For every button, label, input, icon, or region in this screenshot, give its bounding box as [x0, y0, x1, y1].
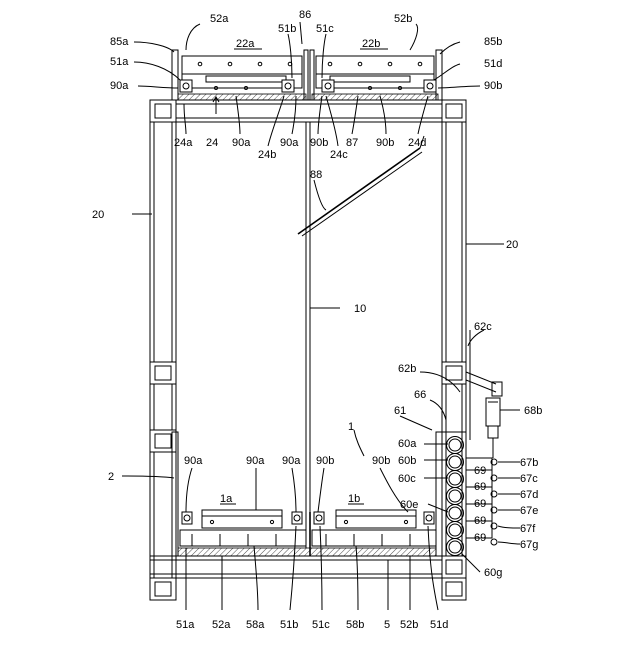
label-58a: 58a: [246, 619, 265, 631]
label-60g: 60g: [484, 567, 502, 579]
label-22a: 22a: [236, 38, 255, 50]
label-60c: 60c: [398, 473, 416, 485]
label-52b-top: 52b: [394, 13, 412, 25]
bottom-beam: [150, 556, 466, 600]
label-10: 10: [354, 303, 366, 315]
label-67f: 67f: [520, 523, 536, 535]
label-67c: 67c: [520, 473, 538, 485]
label-90b-top-3: 90b: [376, 137, 394, 149]
bottom-tray-assembly: [172, 432, 442, 556]
top-beam: [150, 100, 466, 122]
label-85b: 85b: [484, 36, 502, 48]
label-69-3: 69: [474, 498, 486, 510]
label-24b: 24b: [258, 149, 276, 161]
label-58b: 58b: [346, 619, 364, 631]
frame-joint-blocks: [150, 362, 466, 452]
inclined-chute: [298, 136, 424, 236]
label-60b: 60b: [398, 455, 416, 467]
label-60a: 60a: [398, 438, 417, 450]
actuator-bracket: [466, 330, 502, 458]
label-51d-bottom: 51d: [430, 619, 448, 631]
label-90b-top: 90b: [484, 80, 502, 92]
label-66: 66: [414, 389, 426, 401]
label-24a: 24a: [174, 137, 193, 149]
label-52a-bottom: 52a: [212, 619, 231, 631]
label-90a-top-2: 90a: [232, 137, 251, 149]
roller-stack: [442, 432, 497, 556]
label-51b-top: 51b: [278, 23, 296, 35]
label-90a-bottom-2: 90a: [246, 455, 265, 467]
label-underlines: [220, 49, 388, 504]
label-67d: 67d: [520, 489, 538, 501]
label-52a-top: 52a: [210, 13, 229, 25]
label-51d-top: 51d: [484, 58, 502, 70]
label-20-left: 20: [92, 209, 104, 221]
label-62c: 62c: [474, 321, 492, 333]
label-86: 86: [299, 9, 311, 21]
label-67b: 67b: [520, 457, 538, 469]
label-22b: 22b: [362, 38, 380, 50]
label-51b-bottom: 51b: [280, 619, 298, 631]
label-1a: 1a: [220, 493, 233, 505]
label-60e: 60e: [400, 499, 418, 511]
label-51a-bottom: 51a: [176, 619, 195, 631]
label-90b-bottom-2: 90b: [372, 455, 390, 467]
label-88: 88: [310, 169, 322, 181]
label-24: 24: [206, 137, 218, 149]
label-90a-bottom-3: 90a: [282, 455, 301, 467]
label-61: 61: [394, 405, 406, 417]
label-90b-top-2: 90b: [310, 137, 328, 149]
label-90b-bottom-1: 90b: [316, 455, 334, 467]
label-1: 1: [348, 421, 354, 433]
label-62b: 62b: [398, 363, 416, 375]
label-5: 5: [384, 619, 390, 631]
label-67g: 67g: [520, 539, 538, 551]
label-69-4: 69: [474, 515, 486, 527]
label-2: 2: [108, 471, 114, 483]
label-1b: 1b: [348, 493, 360, 505]
label-24c: 24c: [330, 149, 348, 161]
label-51c-bottom: 51c: [312, 619, 330, 631]
label-51a-top: 51a: [110, 56, 129, 68]
label-20-right: 20: [506, 239, 518, 251]
label-90a-top: 90a: [110, 80, 129, 92]
label-67e: 67e: [520, 505, 538, 517]
label-87: 87: [346, 137, 358, 149]
label-51c-top: 51c: [316, 23, 334, 35]
label-90a-top-3: 90a: [280, 137, 299, 149]
label-52b-bottom: 52b: [400, 619, 418, 631]
partition-wall: [306, 122, 310, 548]
label-90a-bottom-1: 90a: [184, 455, 203, 467]
label-68b: 68b: [524, 405, 542, 417]
label-24d: 24d: [408, 137, 426, 149]
label-85a: 85a: [110, 36, 129, 48]
label-69-2: 69: [474, 481, 486, 493]
label-69-5: 69: [474, 532, 486, 544]
